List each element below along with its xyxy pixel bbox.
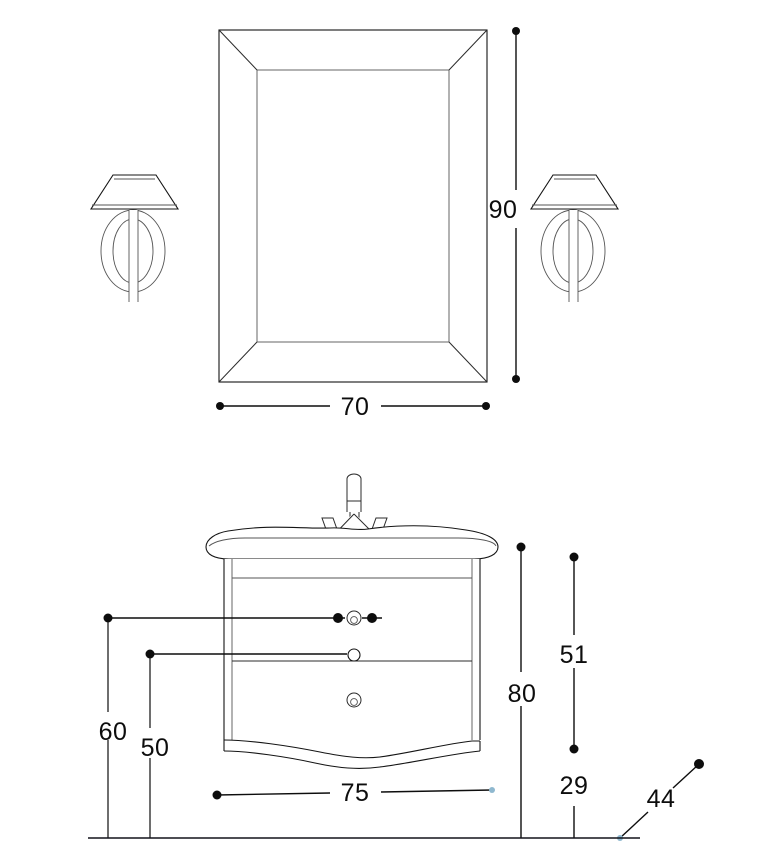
- dim-90-dot-bottom: [512, 375, 520, 383]
- countertop-basin: [205, 525, 499, 560]
- dim-lower-handle-height: 50: [141, 648, 361, 838]
- dim-50-label: 50: [141, 734, 170, 762]
- dim-50-target-ring: [347, 648, 361, 662]
- dim-60-label: 60: [99, 718, 128, 746]
- dim-44-dot-top: [694, 759, 704, 769]
- skirt-bottom-curve: [223, 750, 481, 769]
- dim-75-line-right: [380, 789, 493, 793]
- dim-51-label: 51: [560, 641, 589, 669]
- dim-cabinet-total-height: 80: [508, 542, 537, 838]
- dim-70-label: 70: [341, 393, 370, 421]
- dim-75-label: 75: [341, 779, 370, 807]
- mirror-bevel-top-left: [218, 29, 258, 71]
- dim-mirror-height: 90: [489, 27, 520, 383]
- dim-cabinet-lower-section: 29: [560, 772, 589, 838]
- dim-mirror-width: 70: [216, 393, 490, 421]
- lower-knob-inner: [350, 698, 358, 706]
- countertop-inner-edge: [208, 537, 497, 547]
- dim-51-dot-bottom: [569, 744, 579, 754]
- lower-drawer-knob: [346, 692, 362, 708]
- dim-44-label: 44: [647, 785, 676, 813]
- wavy-skirt: [223, 739, 481, 769]
- mirror-outer-frame: [219, 30, 487, 382]
- skirt-fill: [224, 740, 480, 769]
- dim-50-target-ring-fill: [348, 649, 360, 661]
- dim-75-dot-right: [489, 787, 495, 793]
- dim-44-line-lower: [619, 811, 649, 839]
- sconce-left-shade-fill: [91, 175, 178, 209]
- dim-90-label: 90: [489, 196, 518, 224]
- dim-60-arrow-dot-left: [333, 613, 343, 623]
- mirror-bevel-bottom-right: [448, 341, 488, 383]
- dim-80-dot-top: [516, 542, 526, 552]
- dim-70-dot-left: [216, 402, 224, 410]
- dim-80-label: 80: [508, 680, 537, 708]
- skirt-top-curve: [223, 739, 480, 759]
- countertop-outline: [205, 525, 499, 560]
- mirror-outer-edge: [218, 29, 488, 383]
- dim-70-dot-right: [482, 402, 490, 410]
- upper-knob-outline: [346, 610, 362, 626]
- mirror-inner-edge: [256, 69, 450, 343]
- sconce-right-stem-fill: [569, 210, 578, 302]
- sconce-left-shade: [89, 174, 180, 210]
- sconce-left-stem-fill: [129, 210, 138, 302]
- dim-cabinet-upper-section: 51: [560, 552, 589, 754]
- faucet-neck-fill: [347, 479, 361, 512]
- wall-sconce-right: [529, 174, 620, 302]
- upper-drawer-knob: [346, 610, 362, 626]
- dim-51-dot-top: [569, 552, 579, 562]
- dim-44-line-upper: [672, 764, 699, 789]
- dim-75-line-left: [216, 792, 331, 796]
- mirror-bevel-top-right: [448, 29, 488, 71]
- cabinet-body: [223, 559, 481, 740]
- sconce-right-shade: [529, 174, 620, 210]
- mirror-bevel-bottom-left: [218, 341, 258, 383]
- beveled-mirror: [218, 29, 488, 383]
- wall-sconce-left: [89, 174, 180, 302]
- dim-cabinet-depth: 44: [617, 759, 704, 841]
- dim-29-label: 29: [560, 772, 589, 800]
- countertop-fill: [206, 525, 498, 559]
- upper-knob-inner: [350, 616, 358, 624]
- dim-75-dot-left: [212, 790, 222, 800]
- sconce-right-shade-fill: [531, 175, 618, 209]
- lower-knob-outline: [346, 692, 362, 708]
- dim-upper-handle-height: 60: [99, 613, 382, 838]
- dim-90-dot-top: [512, 27, 520, 35]
- dim-cabinet-width: 75: [212, 779, 495, 807]
